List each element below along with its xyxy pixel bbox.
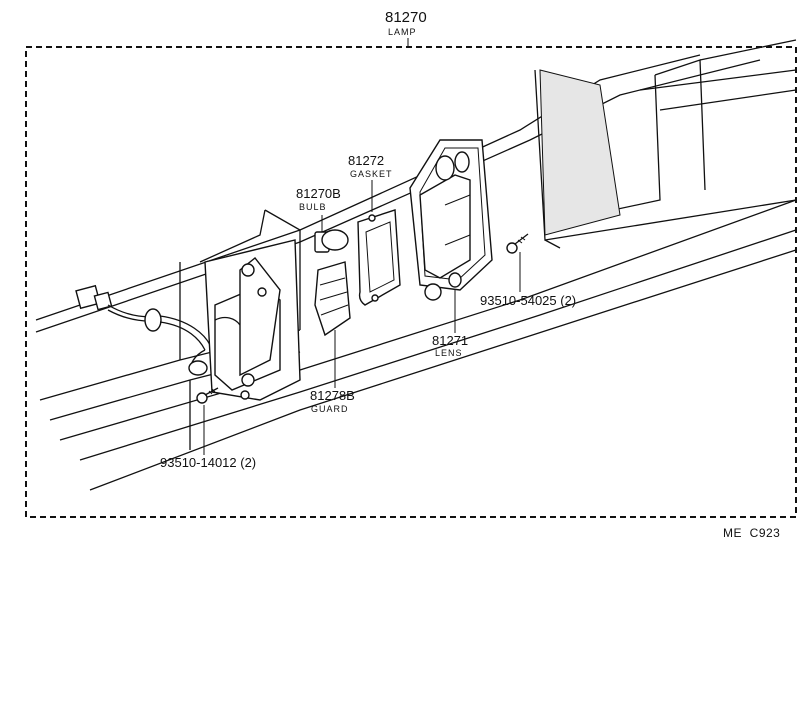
bulb-name: BULB (299, 202, 327, 212)
gasket-part-number: 81272 (348, 153, 384, 168)
screw-left-graphic (196, 387, 219, 404)
wire-connector (75, 284, 211, 376)
lens-name: LENS (435, 348, 463, 358)
gasket-name: GASKET (350, 169, 393, 179)
gasket-graphic (357, 209, 401, 306)
screw-right-part-number: 93510-54025 (2) (480, 293, 576, 308)
bulb-part-number: 81270B (296, 186, 341, 201)
guard-name: GUARD (311, 404, 349, 414)
body-panel (35, 39, 797, 491)
lens-part-number: 81271 (432, 333, 468, 348)
screw-right-graphic (506, 233, 529, 254)
guard-part-number: 81278B (310, 388, 355, 403)
guard-graphic (314, 261, 351, 337)
lens-graphic (409, 139, 493, 301)
lamp-housing (204, 239, 301, 401)
assembly-part-number: 81270 (385, 9, 427, 26)
drawing-code: ME C923 (723, 526, 780, 540)
assembly-name: LAMP (388, 27, 417, 37)
screw-left-part-number: 93510-14012 (2) (160, 455, 256, 470)
assembly-frame (25, 46, 797, 518)
bulb-graphic (314, 229, 349, 253)
